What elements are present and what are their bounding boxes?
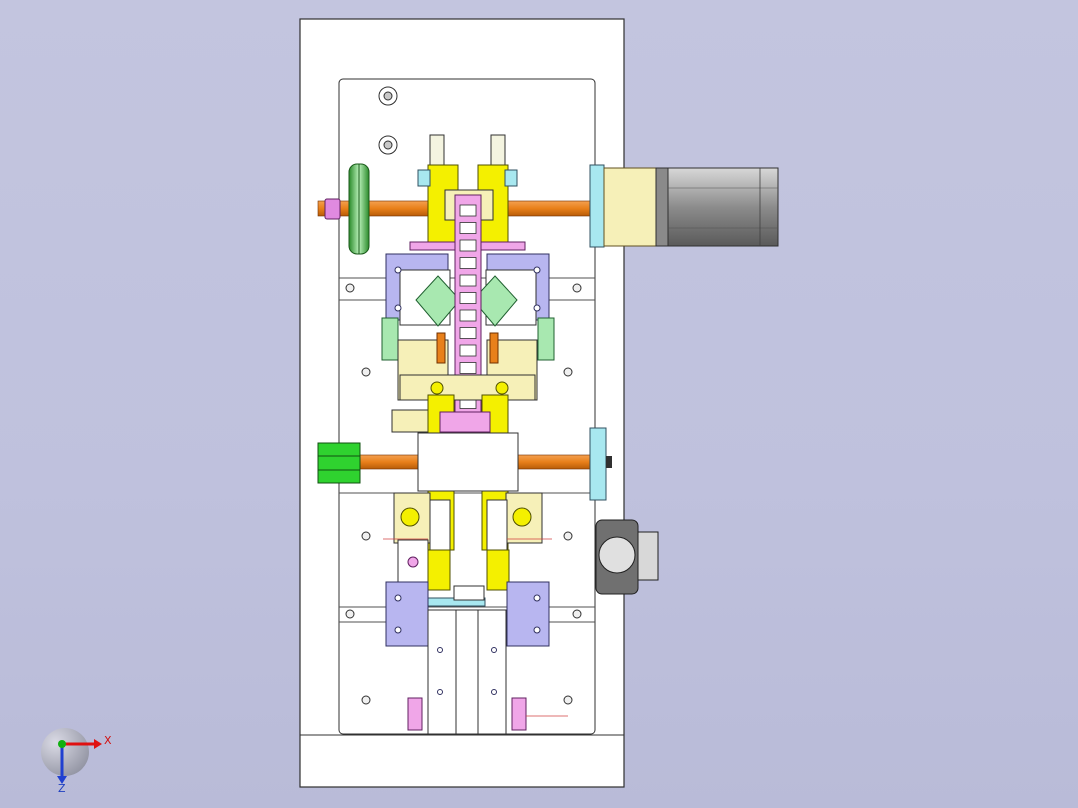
gripper-clamps[interactable]: [381, 269, 555, 361]
axis-z-label: Z: [58, 782, 66, 795]
air-cylinder[interactable]: [595, 519, 659, 595]
chain-link: [459, 222, 477, 234]
servo-motor[interactable]: [589, 164, 779, 248]
chain-link: [459, 362, 477, 374]
chain-link: [459, 327, 477, 339]
pulley[interactable]: [324, 163, 370, 255]
chain-link: [459, 292, 477, 304]
reference-lines: [383, 538, 568, 717]
top-bolt-holes: [378, 86, 398, 155]
chain-link: [459, 344, 477, 357]
chain-link: [459, 309, 477, 322]
lower-shaft[interactable]: [355, 411, 612, 501]
chain-link: [459, 239, 477, 252]
green-knob[interactable]: [317, 442, 361, 484]
chain-link: [459, 274, 477, 287]
plate-bolts: [345, 283, 582, 705]
output-chutes[interactable]: [407, 609, 527, 735]
coordinate-triad: X Z: [41, 728, 112, 795]
chain-link: [459, 257, 477, 269]
chain-link: [459, 204, 477, 217]
axis-x-label: X: [104, 734, 112, 747]
block-bolts: [394, 266, 541, 695]
lower-lavender-blocks[interactable]: [385, 581, 550, 647]
